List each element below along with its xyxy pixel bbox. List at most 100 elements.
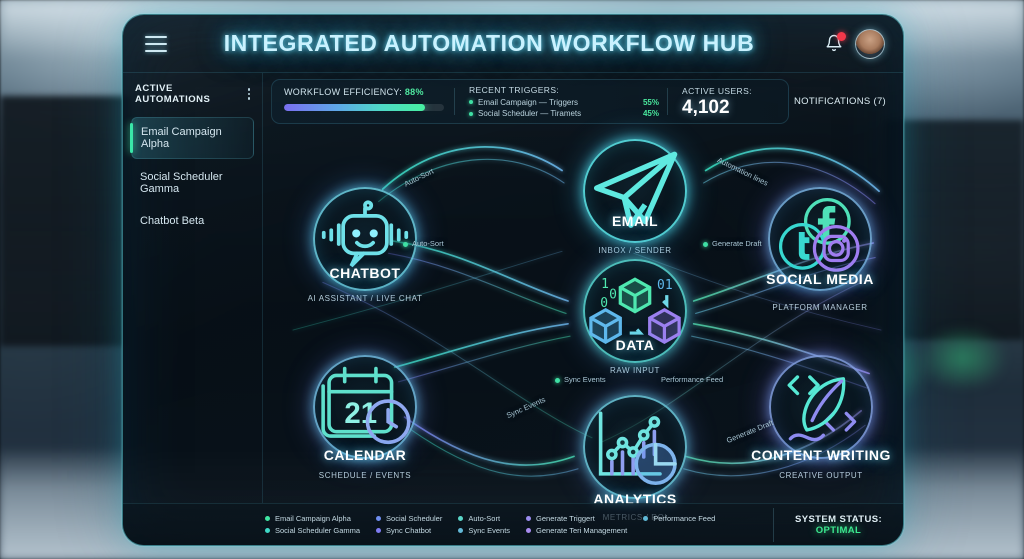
legend-item: Email Campaign Alpha xyxy=(265,514,360,523)
notification-bell-icon[interactable] xyxy=(825,31,846,54)
legend-label: Social Scheduler xyxy=(386,514,443,523)
efficiency-progress-track xyxy=(284,104,444,111)
kebab-menu-icon[interactable] xyxy=(246,86,253,102)
node-label: CHATBOT xyxy=(329,265,401,281)
bullet-dot-icon xyxy=(469,111,473,116)
active-users-heading: ACTIVE USERS: xyxy=(682,86,752,96)
legend-dot-icon xyxy=(526,516,532,521)
legend-label: Performance Feed xyxy=(653,514,716,523)
node-sublabel: SCHEDULE / EVENTS xyxy=(318,471,412,480)
legend-label: Auto-Sort xyxy=(468,514,501,523)
node-sublabel: RAW INPUT xyxy=(610,366,660,375)
efficiency-label: WORKFLOW EFFICIENCY: xyxy=(284,87,403,97)
dashboard-panel: INTEGRATED AUTOMATION WORKFLOW HUB ACTIV… xyxy=(122,14,904,546)
node-label: CALENDAR xyxy=(323,447,407,463)
node-label: EMAIL xyxy=(611,213,659,229)
efficiency-progress-fill xyxy=(284,104,425,111)
node-sublabel: AI ASSISTANT / LIVE CHAT xyxy=(307,294,423,303)
edge-label-text: Generate Draft xyxy=(712,239,762,248)
legend-dot-icon xyxy=(458,516,464,521)
node-sublabel: INBOX / SENDER xyxy=(598,246,672,255)
calendar-clock-icon: 21 xyxy=(321,366,411,445)
legend-dot-icon xyxy=(265,528,270,533)
sidebar-item-email-campaign-alpha[interactable]: Email Campaign Alpha xyxy=(130,117,254,159)
divider xyxy=(454,88,455,115)
sidebar-item-label: Social Scheduler Gamma xyxy=(140,171,223,195)
bullet-dot-icon xyxy=(469,100,473,104)
node-sublabel: PLATFORM MANAGER xyxy=(772,303,868,312)
legend-dot-icon xyxy=(526,528,532,533)
trigger-name: Email Campaign — Triggers xyxy=(478,97,579,107)
quill-code-icon xyxy=(787,375,857,442)
page-title: INTEGRATED AUTOMATION WORKFLOW HUB xyxy=(223,30,755,56)
sidebar-item-label: Email Campaign Alpha xyxy=(141,126,222,150)
status-badge: SYSTEM STATUS: OPTIMAL xyxy=(773,507,903,542)
legend-item: Performance Feed xyxy=(643,514,715,523)
node-calendar[interactable]: 21 CALENDAR SCHEDULE / EVENTS xyxy=(285,355,445,480)
notifications-button[interactable]: NOTIFICATIONS (7) xyxy=(793,96,886,107)
legend-column: Generate Triggert Generate Teri Manageme… xyxy=(526,514,627,535)
legend-dot-icon xyxy=(643,516,649,521)
recent-triggers-heading: RECENT TRIGGERS: xyxy=(469,85,560,95)
hamburger-icon[interactable] xyxy=(139,30,173,58)
sidebar-list: Email Campaign Alpha Social Scheduler Ga… xyxy=(123,117,262,235)
legend-item: Social Scheduler xyxy=(376,514,442,523)
legend-dot-icon xyxy=(376,516,382,521)
legend-item: Social Scheduler Gamma xyxy=(265,526,360,535)
legend-column: Social Scheduler Sync Chatbot xyxy=(376,514,442,535)
svg-text:0: 0 xyxy=(600,296,608,311)
legend-label: Email Campaign Alpha xyxy=(275,514,351,523)
node-sublabel: CREATIVE OUTPUT xyxy=(779,471,863,480)
status-value: OPTIMAL xyxy=(815,524,862,536)
header-bar: INTEGRATED AUTOMATION WORKFLOW HUB xyxy=(123,15,903,73)
sidebar-heading: ACTIVE AUTOMATIONS xyxy=(135,83,211,105)
node-social-media[interactable]: SOCIAL MEDIA PLATFORM MANAGER xyxy=(735,187,903,312)
edge-label-text: Performance Feed xyxy=(661,375,724,384)
svg-text:1: 1 xyxy=(601,277,609,292)
sidebar-item-social-scheduler-gamma[interactable]: Social Scheduler Gamma xyxy=(131,163,254,203)
edge-label-auto-sort: Auto-Sort xyxy=(403,239,444,248)
legend-dot-icon xyxy=(265,516,270,521)
node-label: DATA xyxy=(615,337,655,353)
edge-dot-icon xyxy=(703,241,708,247)
edge-label-performance-feed: Performance Feed xyxy=(661,375,723,384)
node-label: CONTENT WRITING xyxy=(751,447,891,463)
edge-label-generate-draft-top: Generate Draft xyxy=(703,239,762,248)
edge-label-sync-events-center: Sync Events xyxy=(555,375,606,384)
trigger-row: Social Scheduler — Tiramets 45% xyxy=(469,109,659,118)
svg-text:0: 0 xyxy=(609,288,617,303)
trigger-name: Social Scheduler — Tiramets xyxy=(478,109,582,118)
edge-label-text: Auto-Sort xyxy=(412,239,444,248)
node-chatbot[interactable]: CHATBOT AI ASSISTANT / LIVE CHAT xyxy=(285,187,445,303)
social-platforms-icon xyxy=(778,197,860,272)
node-data[interactable]: 1 0 0 01 DATA RAW INPUT xyxy=(577,259,693,375)
edge-dot-icon xyxy=(555,377,560,383)
sidebar-header: ACTIVE AUTOMATIONS xyxy=(123,83,262,105)
node-email[interactable]: EMAIL INBOX / SENDER xyxy=(577,139,693,255)
legend-label: Generate Triggert xyxy=(536,514,595,523)
legend-dot-icon xyxy=(376,528,382,533)
active-users-widget: ACTIVE USERS: 4,102 xyxy=(668,80,788,123)
sidebar: ACTIVE AUTOMATIONS Email Campaign Alpha … xyxy=(123,73,263,503)
avatar[interactable] xyxy=(855,28,885,59)
edge-dot-icon xyxy=(403,241,408,247)
trigger-percent: 45% xyxy=(642,109,659,118)
paper-plane-icon xyxy=(593,151,678,228)
notification-badge-dot xyxy=(837,31,846,41)
stats-strip: WORKFLOW EFFICIENCY: 88% RECENT TRIGGERS… xyxy=(271,79,789,124)
legend-item: Sync Chatbot xyxy=(376,526,442,535)
efficiency-value: 88% xyxy=(404,87,424,97)
footer-legend-bar: Email Campaign Alpha Social Scheduler Ga… xyxy=(123,503,903,545)
legend-dot-icon xyxy=(458,528,464,533)
workflow-efficiency-widget: WORKFLOW EFFICIENCY: 88% xyxy=(272,80,454,123)
legend-column: Email Campaign Alpha Social Scheduler Ga… xyxy=(265,514,360,535)
node-analytics[interactable]: ANALYTICS METRICS / ROI xyxy=(577,395,693,522)
sidebar-item-chatbot-beta[interactable]: Chatbot Beta xyxy=(131,207,254,235)
legend-column: Auto-Sort Sync Events xyxy=(458,514,510,535)
legend-item: Generate Teri Management xyxy=(526,526,627,535)
node-content-writing[interactable]: CONTENT WRITING CREATIVE OUTPUT xyxy=(733,355,903,480)
legend-item: Generate Triggert xyxy=(526,514,627,523)
svg-text:01: 01 xyxy=(657,278,673,293)
calendar-day-number: 21 xyxy=(344,397,377,430)
workflow-graph: EMAIL INBOX / SENDER CHATBOT AI ASSISTAN… xyxy=(263,127,903,522)
